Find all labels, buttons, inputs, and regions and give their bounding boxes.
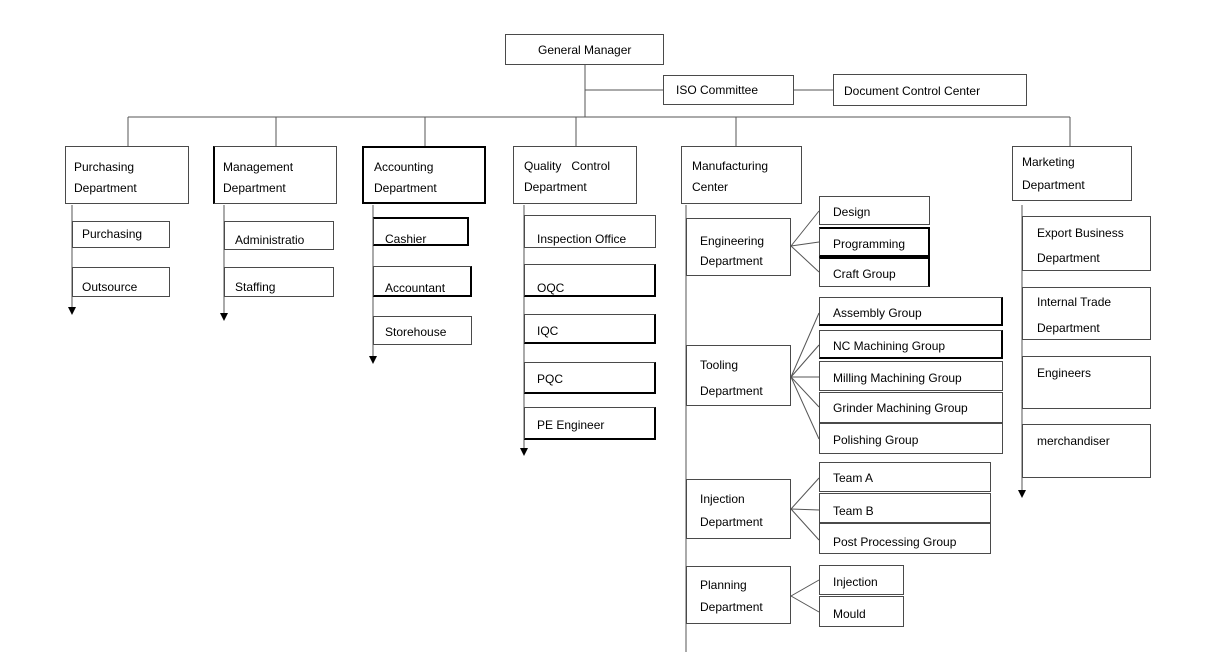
quality-item-inspection-office: Inspection Office	[524, 215, 656, 248]
marketing-department-box: Marketing Department	[1012, 146, 1132, 201]
management-title-line1: Management	[223, 160, 294, 174]
fan-engineering-design	[790, 210, 820, 247]
fan-planning-injection	[790, 579, 820, 597]
accounting-item-cashier: Cashier	[373, 217, 469, 246]
quality-item-oqc: OQC	[524, 264, 656, 297]
management-item-staffing: Staffing	[224, 267, 334, 297]
tooling-item-assembly-group: Assembly Group	[819, 297, 1003, 326]
fan-tooling-assembly	[790, 312, 820, 378]
arrow-marketing-icon	[1018, 490, 1026, 498]
purchasing-title-line1: Purchasing	[74, 160, 135, 174]
injection-department-box: Injection Department	[686, 479, 791, 539]
fan-injection-teama	[790, 477, 820, 510]
tooling-item-grinder-machining-group: Grinder Machining Group	[819, 392, 1003, 423]
engineering-department-box: Engineering Department	[686, 218, 791, 276]
marketing-item-internal-trade: Internal Trade Department	[1022, 287, 1151, 340]
engineering-item-craft-group: Craft Group	[819, 257, 930, 287]
planning-title-line2: Department	[700, 600, 763, 614]
purchasing-title-line2: Department	[74, 181, 137, 195]
accounting-item-storehouse: Storehouse	[373, 316, 472, 345]
tooling-item-polishing-group: Polishing Group	[819, 423, 1003, 454]
engineering-item-design: Design	[819, 196, 930, 225]
fan-injection-teamb	[790, 508, 820, 511]
planning-title-line1: Planning	[700, 578, 747, 592]
injection-title-line2: Department	[700, 515, 763, 529]
marketing-item-internal-line1: Internal Trade	[1037, 295, 1112, 309]
arrow-purchasing-icon	[68, 307, 76, 315]
marketing-item-engineers-line1: Engineers	[1037, 366, 1092, 380]
tooling-title-line2: Department	[700, 384, 763, 398]
manufacturing-center-box: Manufacturing Center	[681, 146, 802, 204]
planning-department-box: Planning Department	[686, 566, 791, 624]
management-title-line2: Department	[223, 181, 286, 195]
arrow-accounting-icon	[369, 356, 377, 364]
injection-item-post-processing-group: Post Processing Group	[819, 523, 991, 554]
marketing-item-export-line1: Export Business	[1037, 226, 1124, 240]
fan-engineering-craft	[790, 245, 820, 273]
injection-title-line1: Injection	[700, 492, 745, 506]
engineering-item-programming: Programming	[819, 227, 930, 257]
planning-item-mould: Mould	[819, 596, 904, 627]
marketing-title-line2: Department	[1022, 178, 1085, 192]
purchasing-department-box: Purchasing Department	[65, 146, 189, 204]
planning-item-injection: Injection	[819, 565, 904, 595]
injection-item-team-a: Team A	[819, 462, 991, 492]
accounting-title-line2: Department	[374, 181, 437, 195]
accounting-department-box: Accounting Department	[362, 146, 486, 204]
fan-engineering-programming	[790, 241, 820, 247]
marketing-item-export-business: Export Business Department	[1022, 216, 1151, 271]
quality-item-pe-engineer: PE Engineer	[524, 407, 656, 440]
tooling-department-box: Tooling Department	[686, 345, 791, 406]
marketing-item-merchandiser-line1: merchandiser	[1037, 434, 1110, 448]
quality-item-iqc: IQC	[524, 314, 656, 344]
fan-tooling-grinder	[790, 376, 820, 408]
marketing-item-export-line2: Department	[1037, 251, 1100, 265]
fan-injection-post	[790, 508, 820, 541]
arrow-management-icon	[220, 313, 228, 321]
fan-tooling-polishing	[790, 376, 820, 440]
quality-control-department-box: Quality Control Department	[513, 146, 637, 204]
purchasing-item-outsource: Outsource	[72, 267, 170, 297]
purchasing-item-purchasing: Purchasing	[72, 221, 170, 248]
injection-item-team-b: Team B	[819, 493, 991, 523]
fan-planning-mould	[790, 595, 820, 613]
management-department-box: Management Department	[213, 146, 337, 204]
document-control-center-box: Document Control Center	[833, 74, 1027, 106]
quality-item-pqc: PQC	[524, 362, 656, 394]
tooling-item-nc-machining-group: NC Machining Group	[819, 330, 1003, 359]
marketing-item-merchandiser: merchandiser	[1022, 424, 1151, 478]
arrow-quality-icon	[520, 448, 528, 456]
manufacturing-title-line1: Manufacturing	[692, 159, 769, 173]
tooling-title-line1: Tooling	[700, 358, 739, 372]
quality-title-line1: Quality Control	[524, 159, 611, 173]
management-item-administratio: Administratio	[224, 221, 334, 250]
general-manager-box: General Manager	[505, 34, 664, 65]
tooling-item-milling-machining-group: Milling Machining Group	[819, 361, 1003, 391]
marketing-item-engineers: Engineers	[1022, 356, 1151, 409]
engineering-title-line2: Department	[700, 254, 763, 268]
manufacturing-title-line2: Center	[692, 180, 729, 194]
accounting-item-accountant: Accountant	[373, 266, 472, 297]
quality-title-line2: Department	[524, 180, 587, 194]
marketing-item-internal-line2: Department	[1037, 321, 1100, 335]
iso-committee-box: ISO Committee	[663, 75, 794, 105]
marketing-title-line1: Marketing	[1022, 155, 1075, 169]
engineering-title-line1: Engineering	[700, 234, 765, 248]
accounting-title-line1: Accounting	[374, 160, 434, 174]
fan-tooling-nc	[790, 344, 820, 378]
